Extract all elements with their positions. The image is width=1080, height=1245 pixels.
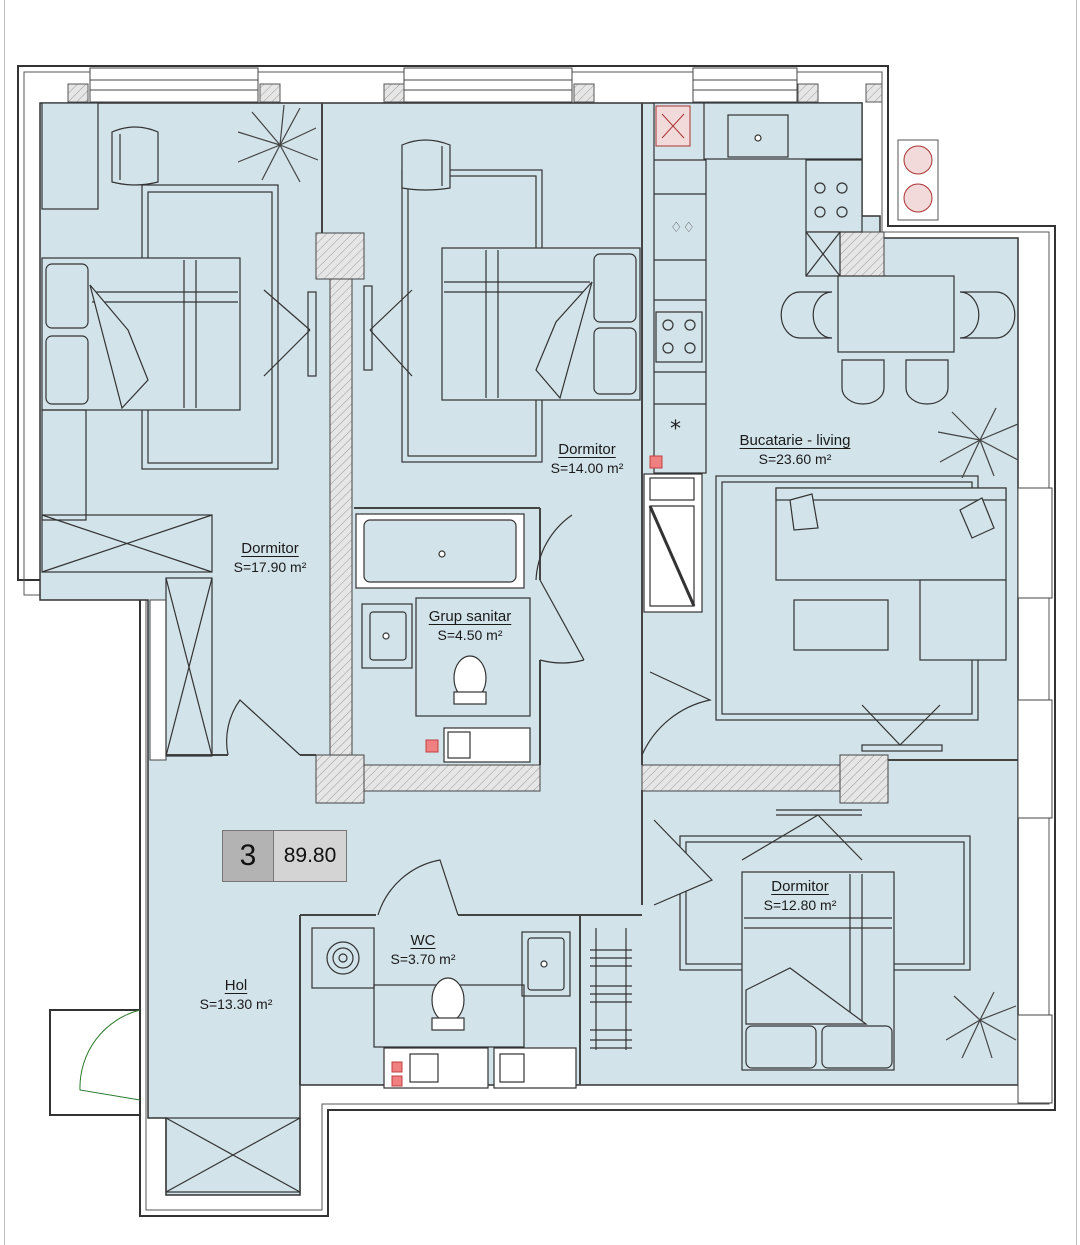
plant-icon — [237, 104, 319, 183]
room-name: Grup sanitar — [428, 608, 512, 625]
room-label-bedroom-3: Dormitor S=12.80 m² — [740, 878, 860, 914]
room-label-bedroom-1: Dormitor S=17.90 m² — [205, 540, 335, 576]
room-label-wc: WC S=3.70 m² — [368, 932, 478, 968]
bathroom-fixtures — [355, 513, 531, 763]
hall-wardrobe — [165, 1117, 301, 1193]
room-area: S=17.90 m² — [233, 559, 307, 575]
thin-walls — [166, 103, 1018, 1085]
room-name: Dormitor — [241, 540, 299, 557]
fridge-icon — [643, 473, 703, 613]
rooms-count: 3 — [223, 831, 273, 881]
door-wc — [377, 859, 459, 916]
room-area: S=23.60 m² — [758, 451, 832, 467]
total-area: 89.80 — [273, 831, 346, 881]
room-name: WC — [410, 932, 436, 949]
left-window — [149, 599, 167, 761]
bedroom-3-furniture — [653, 809, 971, 1071]
kitchen-fixtures: * ♢♢ — [653, 102, 863, 474]
doors-bedrooms — [226, 285, 585, 756]
dining-set — [780, 275, 1016, 405]
plant-icon — [937, 407, 1019, 479]
sensor-markers — [391, 455, 663, 1087]
frame-edge-left — [4, 0, 5, 1245]
interior-walls — [315, 231, 889, 804]
plant-icon — [945, 991, 1017, 1059]
door-living — [641, 671, 712, 756]
svg-text:♢♢: ♢♢ — [670, 220, 695, 236]
apartment-summary-badge: 3 89.80 — [222, 830, 347, 882]
room-area: S=12.80 m² — [763, 897, 837, 913]
room-name: Dormitor — [771, 878, 829, 895]
bedroom-1-furniture — [41, 102, 279, 757]
room-area: S=3.70 m² — [390, 951, 456, 967]
room-label-bathroom: Grup sanitar S=4.50 m² — [410, 608, 530, 644]
top-windows — [89, 67, 798, 103]
svg-text:*: * — [670, 417, 681, 442]
room-name: Bucatarie - living — [739, 432, 851, 449]
bedroom-2-furniture — [401, 139, 641, 463]
room-label-bedroom-2: Dormitor S=14.00 m² — [526, 441, 648, 477]
room-area: S=14.00 m² — [550, 460, 624, 476]
living-furniture — [715, 475, 1007, 721]
wc-fixtures — [311, 927, 577, 1089]
vents-kitchen — [655, 105, 939, 221]
top-wall-columns — [67, 83, 883, 103]
entrance-door — [79, 1009, 141, 1101]
room-label-hall: Hol S=13.30 m² — [178, 977, 294, 1013]
radiator — [590, 928, 632, 1050]
frame-edge-right — [1076, 0, 1077, 1245]
right-windows — [1017, 487, 1053, 1104]
room-name: Hol — [224, 977, 248, 994]
tv-unit — [861, 704, 943, 752]
room-area: S=13.30 m² — [199, 996, 273, 1012]
room-label-kitchen-living: Bucatarie - living S=23.60 m² — [722, 432, 868, 468]
room-name: Dormitor — [558, 441, 616, 458]
room-area: S=4.50 m² — [437, 627, 503, 643]
